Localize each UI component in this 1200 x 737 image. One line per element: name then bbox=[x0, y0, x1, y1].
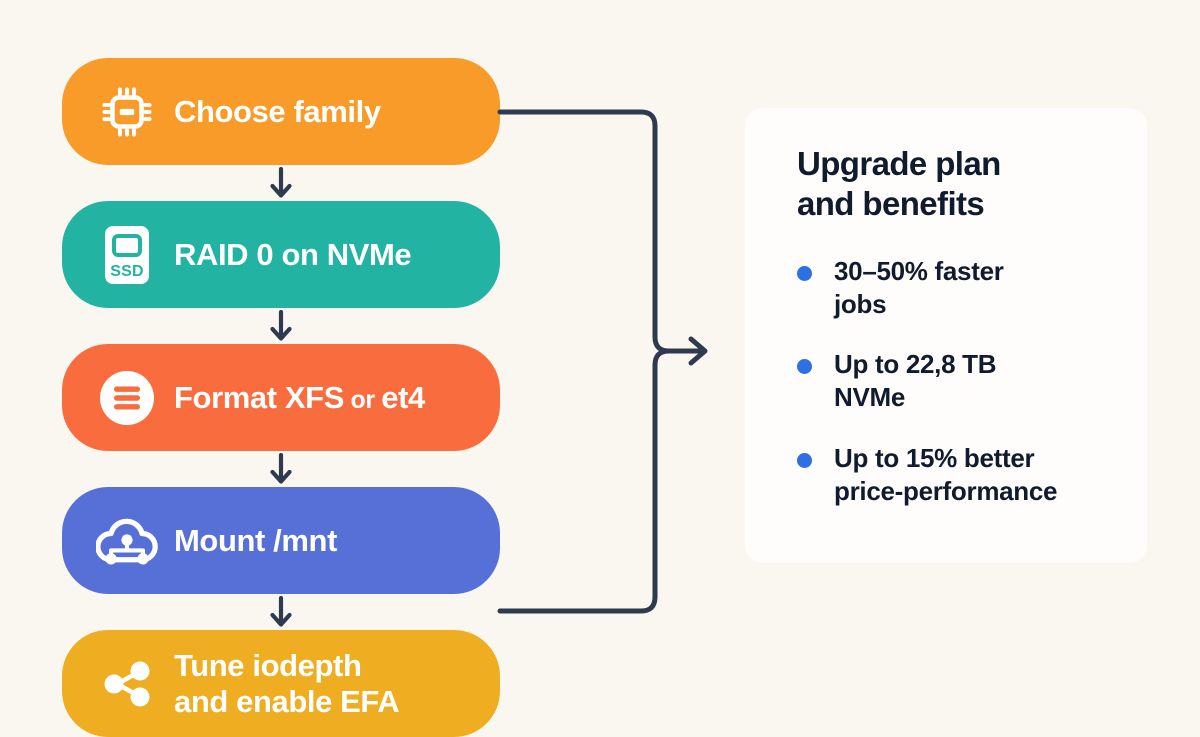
bullet-dot-icon bbox=[797, 265, 812, 281]
bullet-dot-icon bbox=[797, 452, 812, 468]
flow-step-raid-0-nvme[interactable]: SSD RAID 0 on NVMe bbox=[62, 201, 500, 308]
arrow-down-icon-2 bbox=[62, 308, 500, 344]
benefit-text: Up to 15% better price-performance bbox=[834, 442, 1058, 506]
flow-step-label-minor: or bbox=[343, 385, 382, 414]
benefit-text: Up to 22,8 TB NVMe bbox=[834, 349, 997, 413]
flow-step-label-main: Format XFS bbox=[174, 379, 344, 415]
benefit-list-item: Up to 22,8 TB NVMe bbox=[797, 348, 1113, 415]
flow-step-label: Tune iodepth and enable EFA bbox=[174, 648, 400, 719]
flow-step-choose-family[interactable]: Choose family bbox=[62, 58, 500, 165]
benefit-list-item: Up to 15% better price-performance bbox=[797, 442, 1113, 509]
slide-canvas: Choose family SSD RAID 0 on NVMe bbox=[62, 58, 1147, 737]
ssd-drive-icon: SSD bbox=[96, 224, 158, 286]
flow-step-label: Mount /mnt bbox=[174, 522, 338, 558]
cloud-network-icon bbox=[96, 510, 158, 572]
storage-lines-icon bbox=[96, 367, 158, 429]
panel-title: Upgrade plan and benefits bbox=[797, 145, 1001, 223]
flow-step-label: Format XFS or et4 bbox=[174, 380, 425, 415]
arrow-down-icon-1 bbox=[62, 165, 500, 201]
arrow-down-icon-4 bbox=[62, 594, 500, 630]
share-nodes-icon bbox=[96, 653, 158, 715]
flow-step-label-tail: et4 bbox=[381, 379, 425, 415]
arrow-down-icon-3 bbox=[62, 451, 500, 487]
flow-step-format-filesystem[interactable]: Format XFS or et4 bbox=[62, 344, 500, 451]
flow-step-mount-mnt[interactable]: Mount /mnt bbox=[62, 487, 500, 594]
cpu-chip-icon bbox=[96, 81, 158, 143]
benefits-list: 30–50% faster jobs Up to 22,8 TB NVMe Up… bbox=[797, 255, 1113, 509]
flow-output-connector bbox=[497, 109, 708, 614]
svg-text:SSD: SSD bbox=[110, 263, 144, 280]
process-flow-column: Choose family SSD RAID 0 on NVMe bbox=[62, 58, 500, 737]
flow-step-tune-iodepth[interactable]: Tune iodepth and enable EFA bbox=[62, 630, 500, 737]
flow-step-label: Choose family bbox=[174, 93, 381, 129]
benefit-text: 30–50% faster jobs bbox=[834, 255, 1004, 319]
bullet-dot-icon bbox=[797, 359, 812, 375]
benefit-list-item: 30–50% faster jobs bbox=[797, 255, 1113, 322]
flow-step-label: RAID 0 on NVMe bbox=[174, 236, 412, 272]
benefits-panel: Upgrade plan and benefits 30–50% faster … bbox=[745, 108, 1147, 563]
